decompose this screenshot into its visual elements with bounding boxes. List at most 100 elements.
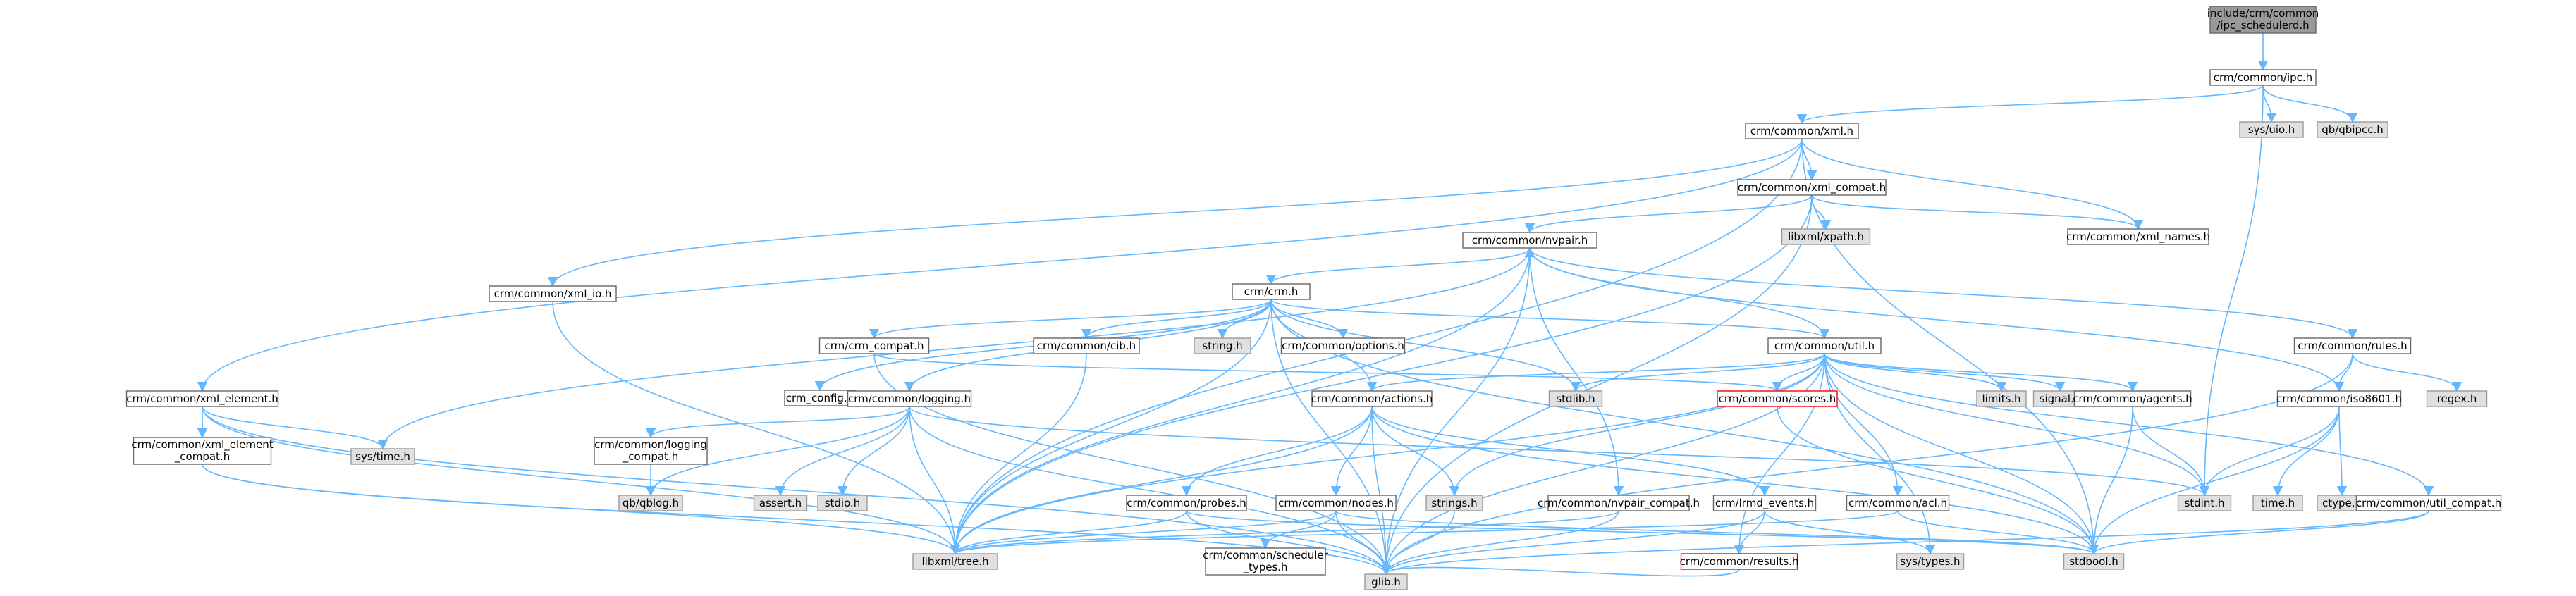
node-box <box>2293 337 2412 354</box>
edge-xml_io-to-libxml_tree <box>552 301 961 555</box>
node-iso8601[interactable]: crm/common/iso8601.h <box>2276 390 2402 407</box>
node-agents[interactable]: crm/common/agents.h <box>2073 390 2192 407</box>
node-limits: limits.h <box>1976 390 2027 407</box>
node-label: crm/common/xml_io.h <box>494 287 612 301</box>
node-scheduler_types[interactable]: crm/common/scheduler_types.h <box>1203 547 1329 576</box>
node-label: crm/crm.h <box>1244 285 1299 298</box>
node-qbipcc: qb/qbipcc.h <box>2317 121 2388 138</box>
edge-nodes-to-stdbool <box>1335 510 2099 555</box>
edge-logging-to-assert <box>775 406 910 497</box>
edge-nvpair-to-libxml_tree <box>950 247 1531 555</box>
node-label: libxml/tree.h <box>921 555 988 568</box>
node-xml_element_compat[interactable]: crm/common/xml_element_compat.h <box>131 437 274 465</box>
edge-probes-to-libxml_tree <box>950 510 1187 555</box>
node-actions[interactable]: crm/common/actions.h <box>1311 390 1433 407</box>
edge-util-to-agents <box>1824 353 2138 392</box>
edge-strings-to-glib <box>1380 510 1455 576</box>
edge-crm-to-glib <box>1270 299 1392 576</box>
node-nodes[interactable]: crm/common/nodes.h <box>1275 495 1397 511</box>
node-box <box>133 437 272 465</box>
node-label: crm/common/iso8601.h <box>2276 392 2402 405</box>
node-box <box>1033 337 1140 354</box>
edge-util-to-util_compat <box>1824 353 2434 497</box>
node-label: crm/common/probes.h <box>1127 497 1246 509</box>
node-rules[interactable]: crm/common/rules.h <box>2293 337 2412 354</box>
edge-scores-to-stdbool <box>1777 406 2099 555</box>
node-nvpair[interactable]: crm/common/nvpair.h <box>1462 232 1597 249</box>
node-scores[interactable]: crm/common/scores.h <box>1717 390 1838 407</box>
node-label: sys/time.h <box>355 450 410 463</box>
node-probes[interactable]: crm/common/probes.h <box>1126 495 1247 511</box>
edge-crm-to-libxml_tree <box>950 299 1272 555</box>
node-label: crm/common/agents.h <box>2073 392 2192 405</box>
node-results[interactable]: crm/common/results.h <box>1680 553 1799 570</box>
edge-agents-to-stdbool <box>2088 406 2133 555</box>
edge-util_compat-to-stdbool <box>2089 510 2429 555</box>
nodes-layer: include/crm/common/ipc_schedulerd.hcrm/c… <box>125 6 2502 590</box>
edge-rules-to-regex <box>2352 353 2462 392</box>
edge-nvpair-to-systime <box>377 247 1531 450</box>
node-xml[interactable]: crm/common/xml.h <box>1745 123 1859 139</box>
node-cib[interactable]: crm/common/cib.h <box>1033 337 1140 354</box>
node-box <box>2073 390 2192 407</box>
node-box <box>2209 69 2317 86</box>
node-box <box>817 495 868 511</box>
node-label: crm/common/scheduler <box>1203 549 1328 561</box>
edge-nodes-to-scheduler_types <box>1260 510 1337 550</box>
node-nvpair_compat[interactable]: crm/common/nvpair_compat.h <box>1538 495 1700 511</box>
node-box <box>1425 495 1483 511</box>
node-label: crm/common/results.h <box>1680 555 1799 568</box>
node-crm_compat[interactable]: crm/crm_compat.h <box>818 337 930 354</box>
node-crm_config[interactable]: crm_config.h <box>784 390 856 406</box>
node-options[interactable]: crm/common/options.h <box>1280 337 1406 354</box>
node-logging[interactable]: crm/common/logging.h <box>847 390 972 407</box>
node-label: stdio.h <box>825 497 861 509</box>
node-xml_names[interactable]: crm/common/xml_names.h <box>2066 228 2210 245</box>
node-box <box>2355 495 2502 511</box>
node-xml_compat[interactable]: crm/common/xml_compat.h <box>1737 179 1887 196</box>
node-label: crm/common/xml_element.h <box>126 392 278 406</box>
edge-actions-to-strings <box>1371 406 1460 497</box>
edge-util-to-scores <box>1772 353 1825 392</box>
node-util[interactable]: crm/common/util.h <box>1767 337 1882 354</box>
edge-ipc-to-stdint <box>2199 85 2264 497</box>
node-xml_io[interactable]: crm/common/xml_io.h <box>489 285 617 302</box>
node-box <box>489 285 617 302</box>
edge-logging-to-qblog <box>645 406 910 497</box>
node-box <box>2317 121 2388 138</box>
edge-util-to-limits <box>1824 353 2007 392</box>
node-label: crm/common/xml_compat.h <box>1738 181 1886 194</box>
node-logging_compat[interactable]: crm/common/logging_compat.h <box>594 437 708 465</box>
node-box <box>1717 390 1838 407</box>
node-label: qb/qbipcc.h <box>2322 123 2384 136</box>
node-box <box>125 390 279 407</box>
node-crm[interactable]: crm/crm.h <box>1232 283 1311 300</box>
node-acl[interactable]: crm/common/acl.h <box>1846 495 1950 511</box>
edge-lrmd_events-to-glib <box>1380 510 1765 576</box>
node-stdbool: stdbool.h <box>2063 553 2125 570</box>
node-stdio: stdio.h <box>817 495 868 511</box>
edge-logging-to-stdio <box>837 406 910 497</box>
edge-actions-to-libxml_tree <box>950 406 1373 555</box>
node-ipc[interactable]: crm/common/ipc.h <box>2209 69 2317 86</box>
edge-nvpair-to-glib <box>1380 247 1531 576</box>
edge-ipc-to-qbipcc <box>2262 85 2358 123</box>
edge-ipc-to-xml <box>1797 85 2264 125</box>
node-lrmd_events[interactable]: crm/lrmd_events.h <box>1712 495 1817 511</box>
node-libxml_xpath: libxml/xpath.h <box>1781 228 1871 245</box>
node-box <box>1745 123 1859 139</box>
node-box <box>1976 390 2027 407</box>
edge-crm-to-stdlib <box>1270 299 1581 392</box>
node-xml_element[interactable]: crm/common/xml_element.h <box>125 390 279 407</box>
node-label: _types.h <box>1242 561 1287 574</box>
node-box <box>594 437 708 465</box>
node-box <box>1781 228 1871 245</box>
node-box <box>1680 553 1798 570</box>
node-box <box>1280 337 1406 354</box>
edge-xml-to-xml_io <box>548 138 1803 287</box>
edge-probes-to-glib <box>1186 510 1392 576</box>
node-util_compat[interactable]: crm/common/util_compat.h <box>2355 495 2502 511</box>
node-label: crm/common/acl.h <box>1848 497 1947 509</box>
node-box <box>2252 495 2303 511</box>
node-box <box>2063 553 2125 570</box>
